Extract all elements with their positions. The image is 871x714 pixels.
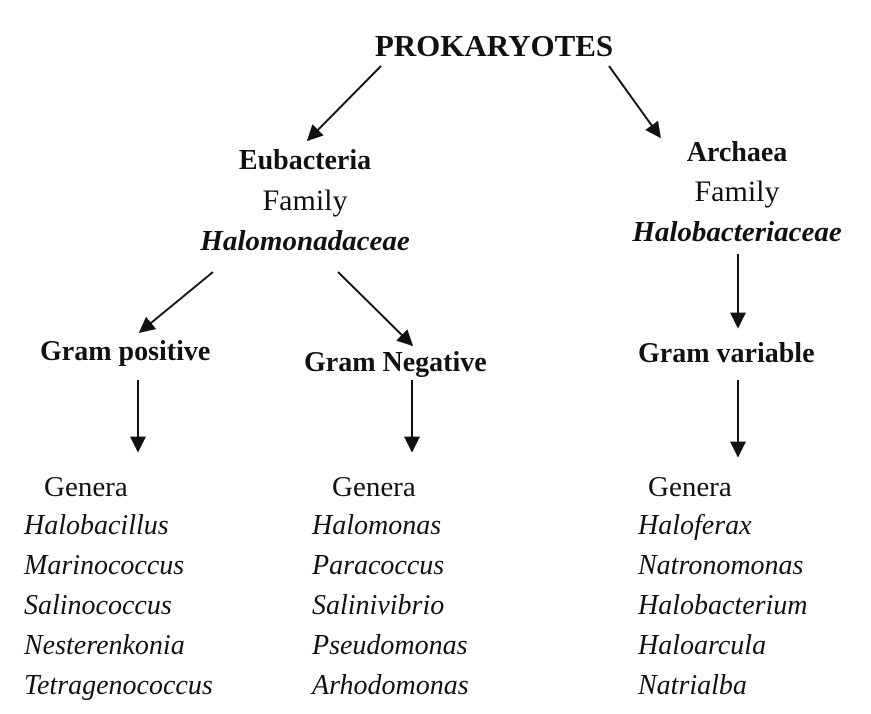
genus-item: Arhodomonas — [312, 670, 469, 701]
gram-negative-genera-list: Halomonas Paracoccus Salinivibrio Pseudo… — [312, 506, 469, 706]
root-title: PROKARYOTES — [374, 28, 614, 63]
genus-item: Halobacterium — [638, 590, 808, 621]
eubacteria-family-name: Halomonadaceae — [200, 225, 410, 257]
gram-positive-genera-heading: Genera — [44, 471, 128, 503]
gram-variable-genera-list: Haloferax Natronomonas Halobacterium Hal… — [638, 506, 808, 706]
genus-item: Salinococcus — [24, 590, 172, 621]
eubacteria-title: Eubacteria — [238, 145, 372, 176]
genus-item: Paracoccus — [312, 550, 445, 581]
genus-item: Tetragenococcus — [24, 670, 213, 701]
arrow-eubacteria-to-gram-positive — [138, 271, 214, 334]
gram-negative-genera-heading: Genera — [332, 471, 416, 503]
eubacteria-family-label: Family — [262, 184, 348, 217]
archaea-title: Archaea — [686, 137, 788, 168]
genus-item: Haloferax — [638, 510, 752, 541]
genus-item: Pseudomonas — [312, 630, 468, 661]
genus-item: Natrialba — [638, 670, 747, 701]
archaea-family-label: Family — [694, 175, 780, 208]
arrow-root-to-eubacteria — [306, 65, 382, 142]
genus-item: Halomonas — [312, 510, 442, 541]
arrow-root-to-archaea — [608, 65, 661, 139]
genus-item: Salinivibrio — [312, 590, 445, 621]
genus-item: Natronomonas — [638, 550, 804, 581]
gram-negative-label: Gram Negative — [304, 347, 487, 378]
genus-item: Marinococcus — [24, 550, 185, 581]
gram-positive-label: Gram positive — [40, 336, 211, 367]
genus-item: Nesterenkonia — [24, 630, 185, 661]
gram-variable-genera-heading: Genera — [648, 471, 732, 503]
arrow-eubacteria-to-gram-negative — [337, 271, 414, 347]
genus-item: Halobacillus — [24, 510, 169, 541]
genus-item: Haloarcula — [638, 630, 767, 661]
gram-variable-label: Gram variable — [638, 338, 815, 369]
archaea-family-name: Halobacteriaceae — [632, 216, 842, 248]
gram-positive-genera-list: Halobacillus Marinococcus Salinococcus N… — [24, 506, 213, 706]
